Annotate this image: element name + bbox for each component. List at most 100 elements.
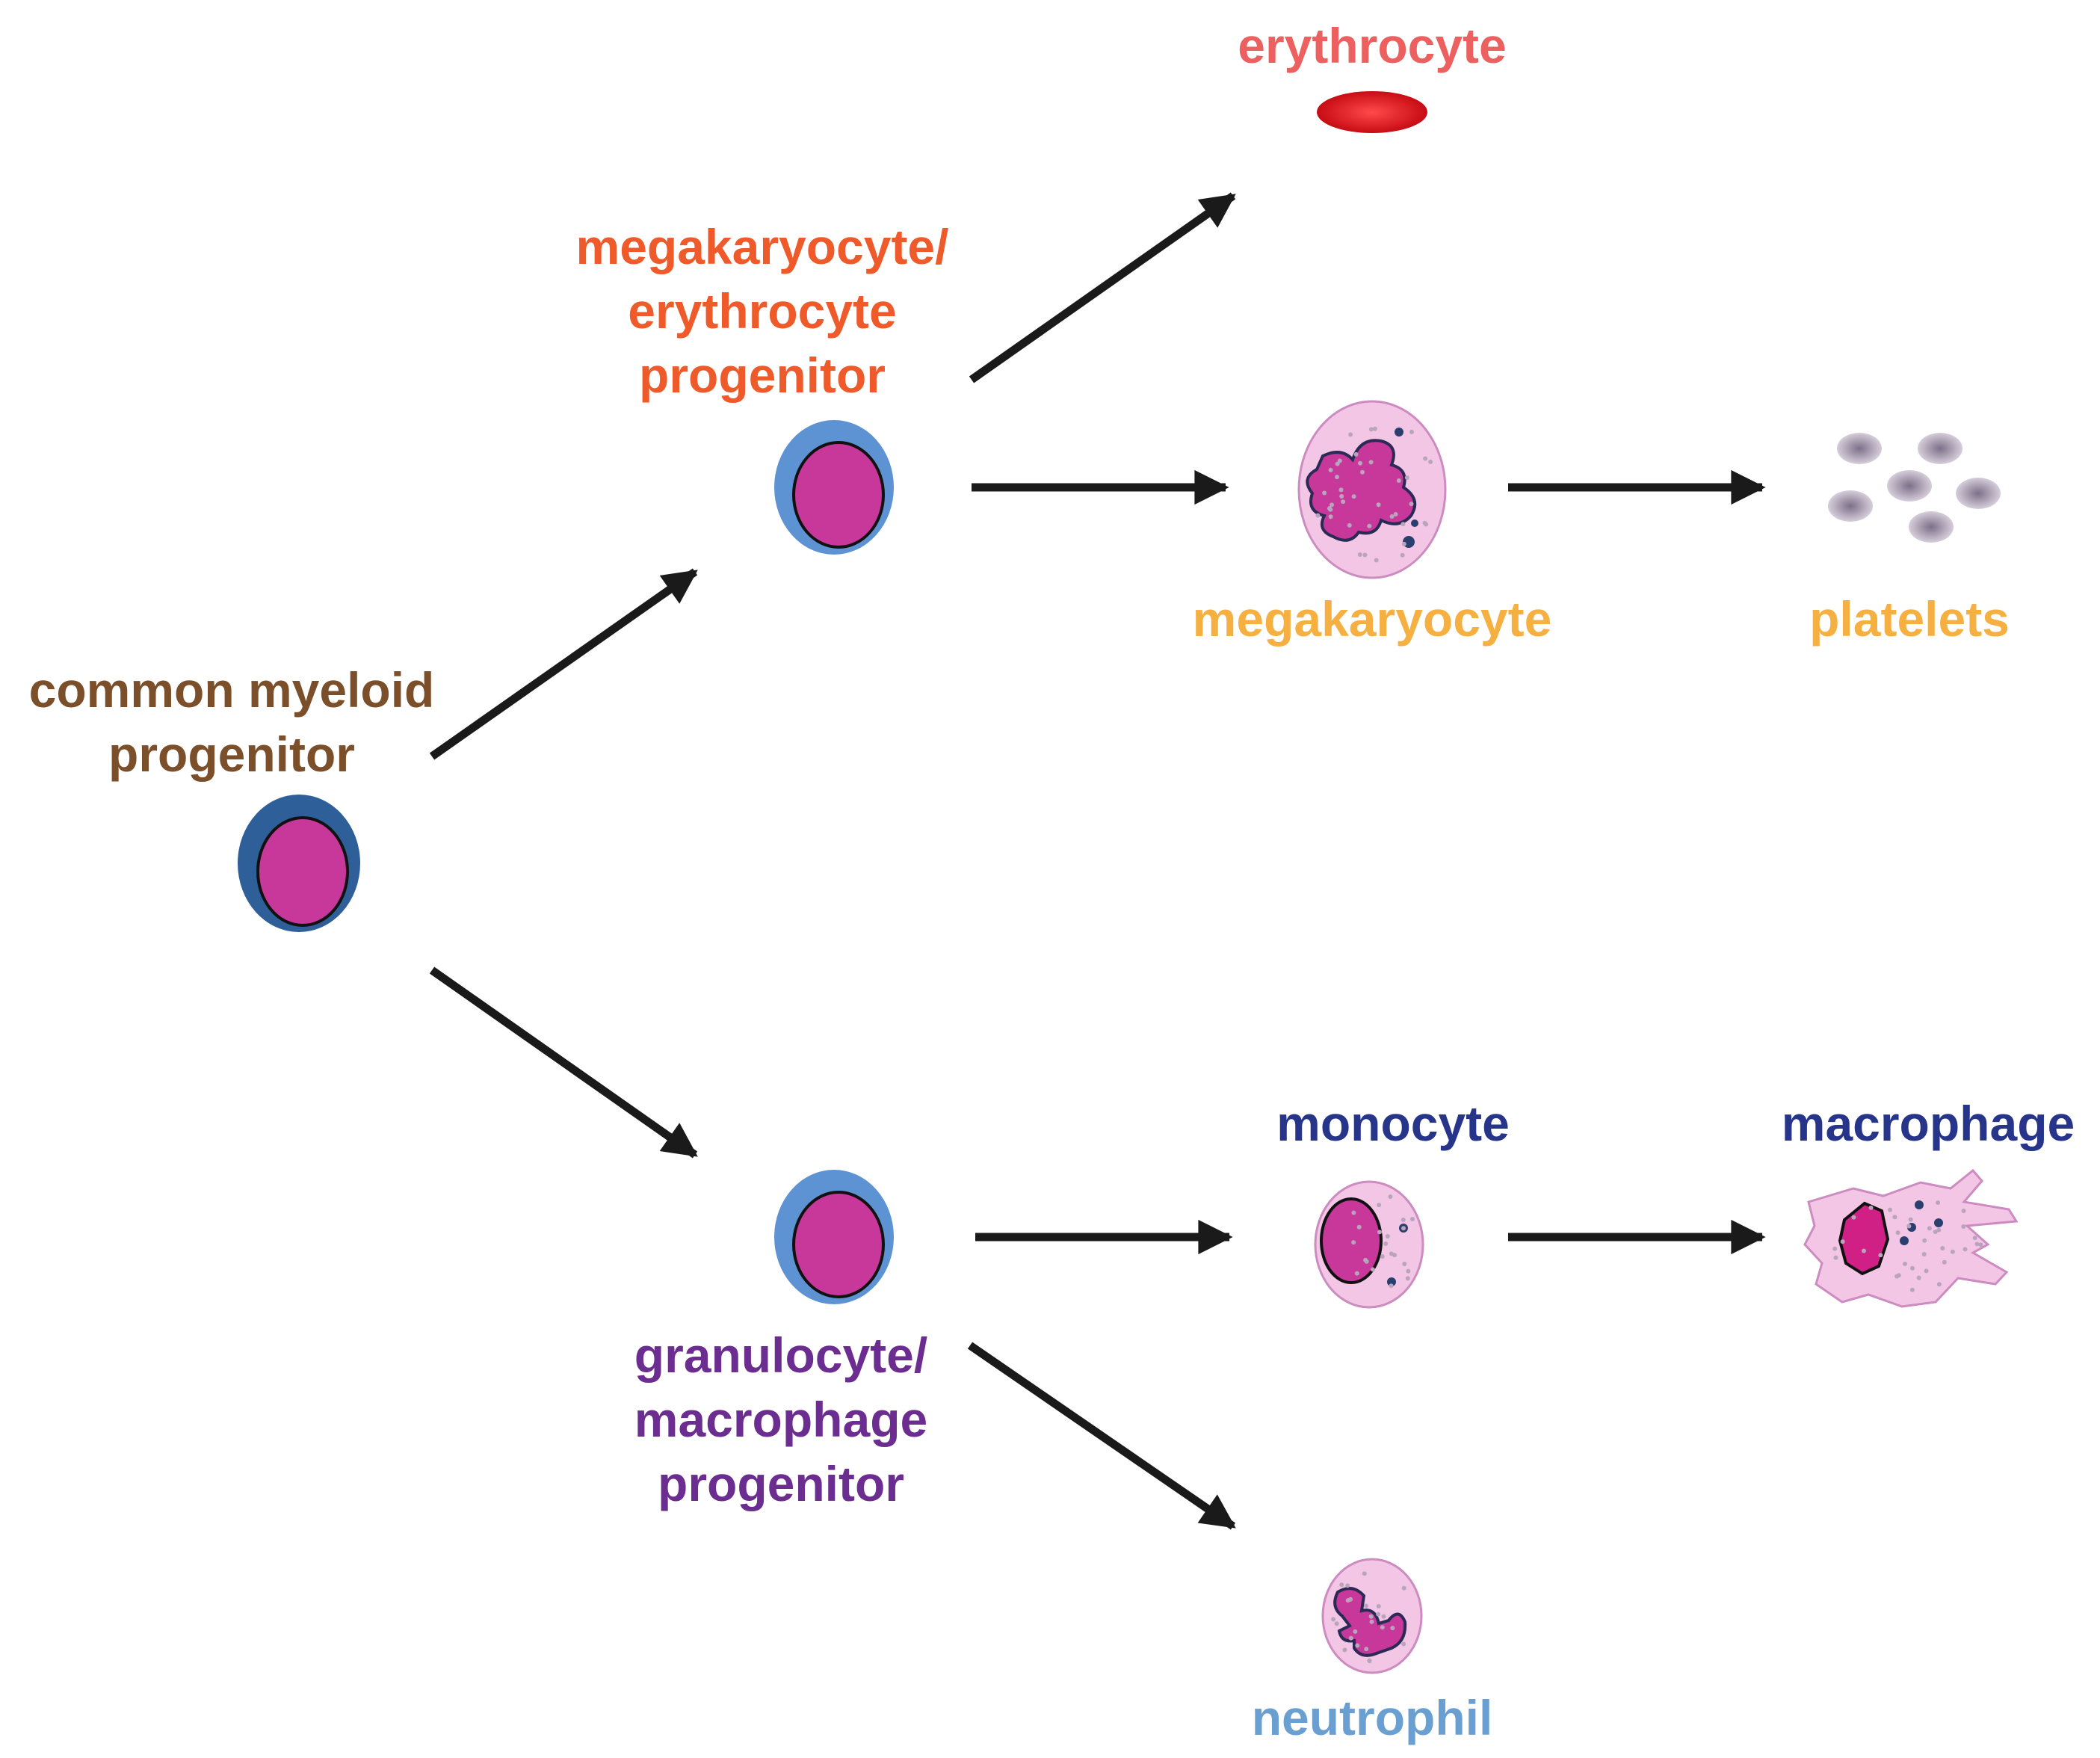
erythrocyte-cell-icon [1317,91,1427,133]
speckle-dot [1339,494,1344,499]
speckle-dot [1400,1218,1406,1222]
speckle-dot [1974,1242,1980,1247]
label-line: macrophage [634,1392,928,1447]
granule-dot [1395,428,1403,437]
speckle-dot [1372,426,1377,431]
speckle-dot [1389,1283,1394,1289]
speckle-dot [1406,1268,1411,1274]
speckle-dot [1367,523,1372,528]
speckle-dot [1832,1246,1838,1251]
arrow-mep-to-erythrocyte [969,192,1236,383]
speckle-dot [1390,1626,1395,1631]
speckle-dot [1878,1253,1883,1258]
speckle-dot [1862,1248,1866,1253]
speckle-dot [1376,502,1381,508]
speckle-dot [1927,1226,1932,1231]
speckle-dot [1401,1226,1406,1231]
speckle-dot [1916,1275,1921,1280]
label-line: progenitor [658,1456,904,1511]
speckle-dot [1833,1255,1838,1260]
speckle-dot [1364,1603,1369,1609]
speckle-dot [1374,558,1379,563]
erythrocyte-label: erythrocyte [1238,18,1507,73]
speckle-dot [1342,1647,1347,1653]
platelet [1909,511,1954,543]
speckle-dot [1389,514,1395,519]
speckle-dot [1389,1251,1394,1256]
speckle-dot [1381,1614,1386,1619]
speckle-dot [1400,552,1405,558]
speckle-dot [1924,1268,1929,1274]
speckle-dot [1428,459,1433,464]
speckle-dot [1328,467,1333,472]
speckle-dot [1351,1210,1356,1215]
speckle-dot [1335,461,1340,466]
speckle-dot [1851,1215,1856,1220]
speckle-dot [1351,1240,1356,1245]
speckle-dot [1383,1242,1389,1246]
macrophage-label: macrophage [1781,1096,2075,1151]
speckle-dot [1353,1629,1358,1634]
megakaryocyte-label: megakaryocyte [1192,591,1552,647]
macrophage-cell-icon [1803,1168,2019,1308]
arrow-gmp-to-neutrophil [967,1342,1236,1530]
speckle-dot [1380,1625,1385,1630]
label-line: erythrocyte [628,283,897,339]
speckle-dot [1868,1205,1874,1210]
mep-nucleus [792,441,885,549]
gmp-nucleus [792,1191,885,1298]
granule-dot [1387,1277,1396,1286]
platelets-label: platelets [1809,591,2010,647]
speckle-dot [1423,456,1428,461]
speckle-dot [1377,1203,1382,1208]
speckle-dot [1409,429,1414,434]
speckle-dot [1961,1224,1966,1229]
speckle-dot [1978,1242,1983,1247]
speckle-dot [1364,1647,1369,1652]
speckle-dot [1961,1209,1966,1213]
speckle-dot [1330,502,1334,508]
platelet [1828,490,1873,522]
label-line: progenitor [639,348,886,403]
speckle-dot [1840,1239,1845,1245]
speckle-dot [1409,502,1414,507]
speckle-dot [1908,1217,1913,1222]
speckle-dot [1315,513,1321,518]
granulocyte-macrophage-progenitor-label: granulocyte/ macrophage progenitor [634,1323,927,1516]
megakaryocyte-erythrocyte-progenitor-label: megakaryocyte/ erythrocyte progenitor [576,215,949,407]
speckle-dot [1380,1254,1385,1259]
speckle-dot [1368,427,1374,432]
speckle-dot [1888,1207,1892,1212]
neutrophil-cell-icon [1321,1558,1423,1674]
speckle-dot [1348,432,1353,437]
speckle-dot [1368,460,1374,465]
speckle-dot [1341,499,1346,505]
speckle-dot [1353,451,1359,457]
speckle-dot [1358,460,1362,466]
speckle-dot [1404,475,1409,480]
speckle-dot [1362,552,1368,558]
granule-dot [1900,1236,1909,1245]
common-myeloid-progenitor-cell-icon [238,795,360,932]
speckle-dot [1335,475,1339,480]
speckle-dot [1345,1583,1350,1588]
speckle-dot [1396,478,1401,483]
speckle-dot [1347,522,1352,528]
monocyte-label: monocyte [1276,1096,1510,1151]
speckle-dot [1367,1659,1372,1664]
speckle-dot [1377,1230,1382,1235]
speckle-dot [1405,1276,1410,1281]
speckle-dot [1338,487,1344,493]
granule-dot [1934,1218,1943,1227]
speckle-dot [1355,1643,1360,1648]
speckle-dot [1351,494,1356,499]
speckle-dot [1936,1282,1942,1287]
speckle-dot [1339,1582,1344,1588]
label-line: megakaryocyte/ [575,219,949,274]
granule-dot [1411,519,1418,527]
label-line: common myeloid [28,662,435,718]
speckle-dot [1331,1617,1336,1622]
speckle-dot [1376,1612,1381,1617]
speckle-dot [1357,552,1362,557]
